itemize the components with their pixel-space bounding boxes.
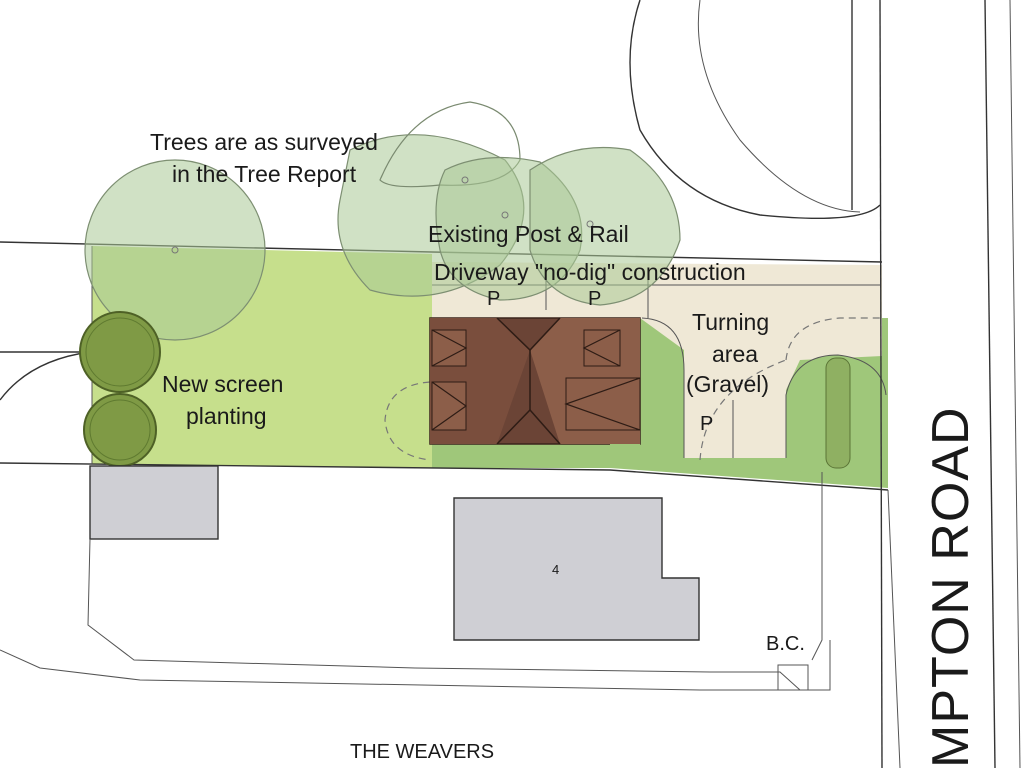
parking-mark: P xyxy=(487,288,500,310)
road-kerb xyxy=(887,489,901,768)
driveway-gravel xyxy=(432,262,882,458)
road-label-south: THE WEAVERS xyxy=(350,741,494,763)
tree-note-line1: Trees are as surveyed xyxy=(150,129,378,155)
neighbour-outbuilding xyxy=(89,465,219,540)
tree-canopy-icon xyxy=(529,146,681,306)
turning-dashed-line xyxy=(785,317,884,361)
curved-access-line xyxy=(0,351,91,401)
turning-area-arch xyxy=(641,317,685,458)
turning-dashed-line xyxy=(699,359,787,461)
grey-path xyxy=(610,444,640,468)
proposed-house xyxy=(429,317,641,445)
road-far-edge xyxy=(1009,0,1021,768)
turning-area-arch-right xyxy=(785,354,887,458)
road-edge xyxy=(697,0,861,213)
screen-tree-icon xyxy=(83,393,157,467)
bin-store xyxy=(777,664,809,691)
screen-tree-icon xyxy=(79,311,161,393)
post-rail-label: Existing Post & Rail xyxy=(428,221,629,247)
neighbour-plot-east xyxy=(811,472,823,661)
turning-label-line1: Turning xyxy=(692,309,769,335)
tree-canopy-icon xyxy=(379,101,521,188)
neighbour-plot-boundary xyxy=(0,649,830,691)
screen-planting-line1: New screen xyxy=(162,371,283,397)
bin-store-label: B.C. xyxy=(766,633,805,655)
turning-label-line3: (Gravel) xyxy=(686,371,769,397)
road-label-east: MPTON ROAD xyxy=(922,406,980,768)
road-kerb xyxy=(879,0,883,768)
parking-mark: P xyxy=(588,288,601,310)
road-far-kerb xyxy=(984,0,996,768)
tree-trunk-icon xyxy=(586,220,594,228)
screen-planting xyxy=(79,311,161,467)
hedge-strip xyxy=(825,357,851,469)
tree-canopy-icon xyxy=(84,159,266,341)
tree-trunk-icon xyxy=(501,211,509,219)
tree-trunk-icon xyxy=(171,246,179,254)
screen-planting-line2: planting xyxy=(186,403,267,429)
house-number: 4 xyxy=(552,562,559,577)
parking-mark: P xyxy=(700,413,713,435)
road-edge xyxy=(629,0,881,220)
driveway-label: Driveway "no-dig" construction xyxy=(434,259,746,285)
tree-protection-dashed xyxy=(384,381,431,461)
tree-note-line2: in the Tree Report xyxy=(172,161,357,187)
existing-trees xyxy=(84,101,681,341)
turning-label-line2: area xyxy=(712,341,758,367)
neighbour-house xyxy=(453,497,700,641)
tree-trunk-icon xyxy=(461,176,469,184)
